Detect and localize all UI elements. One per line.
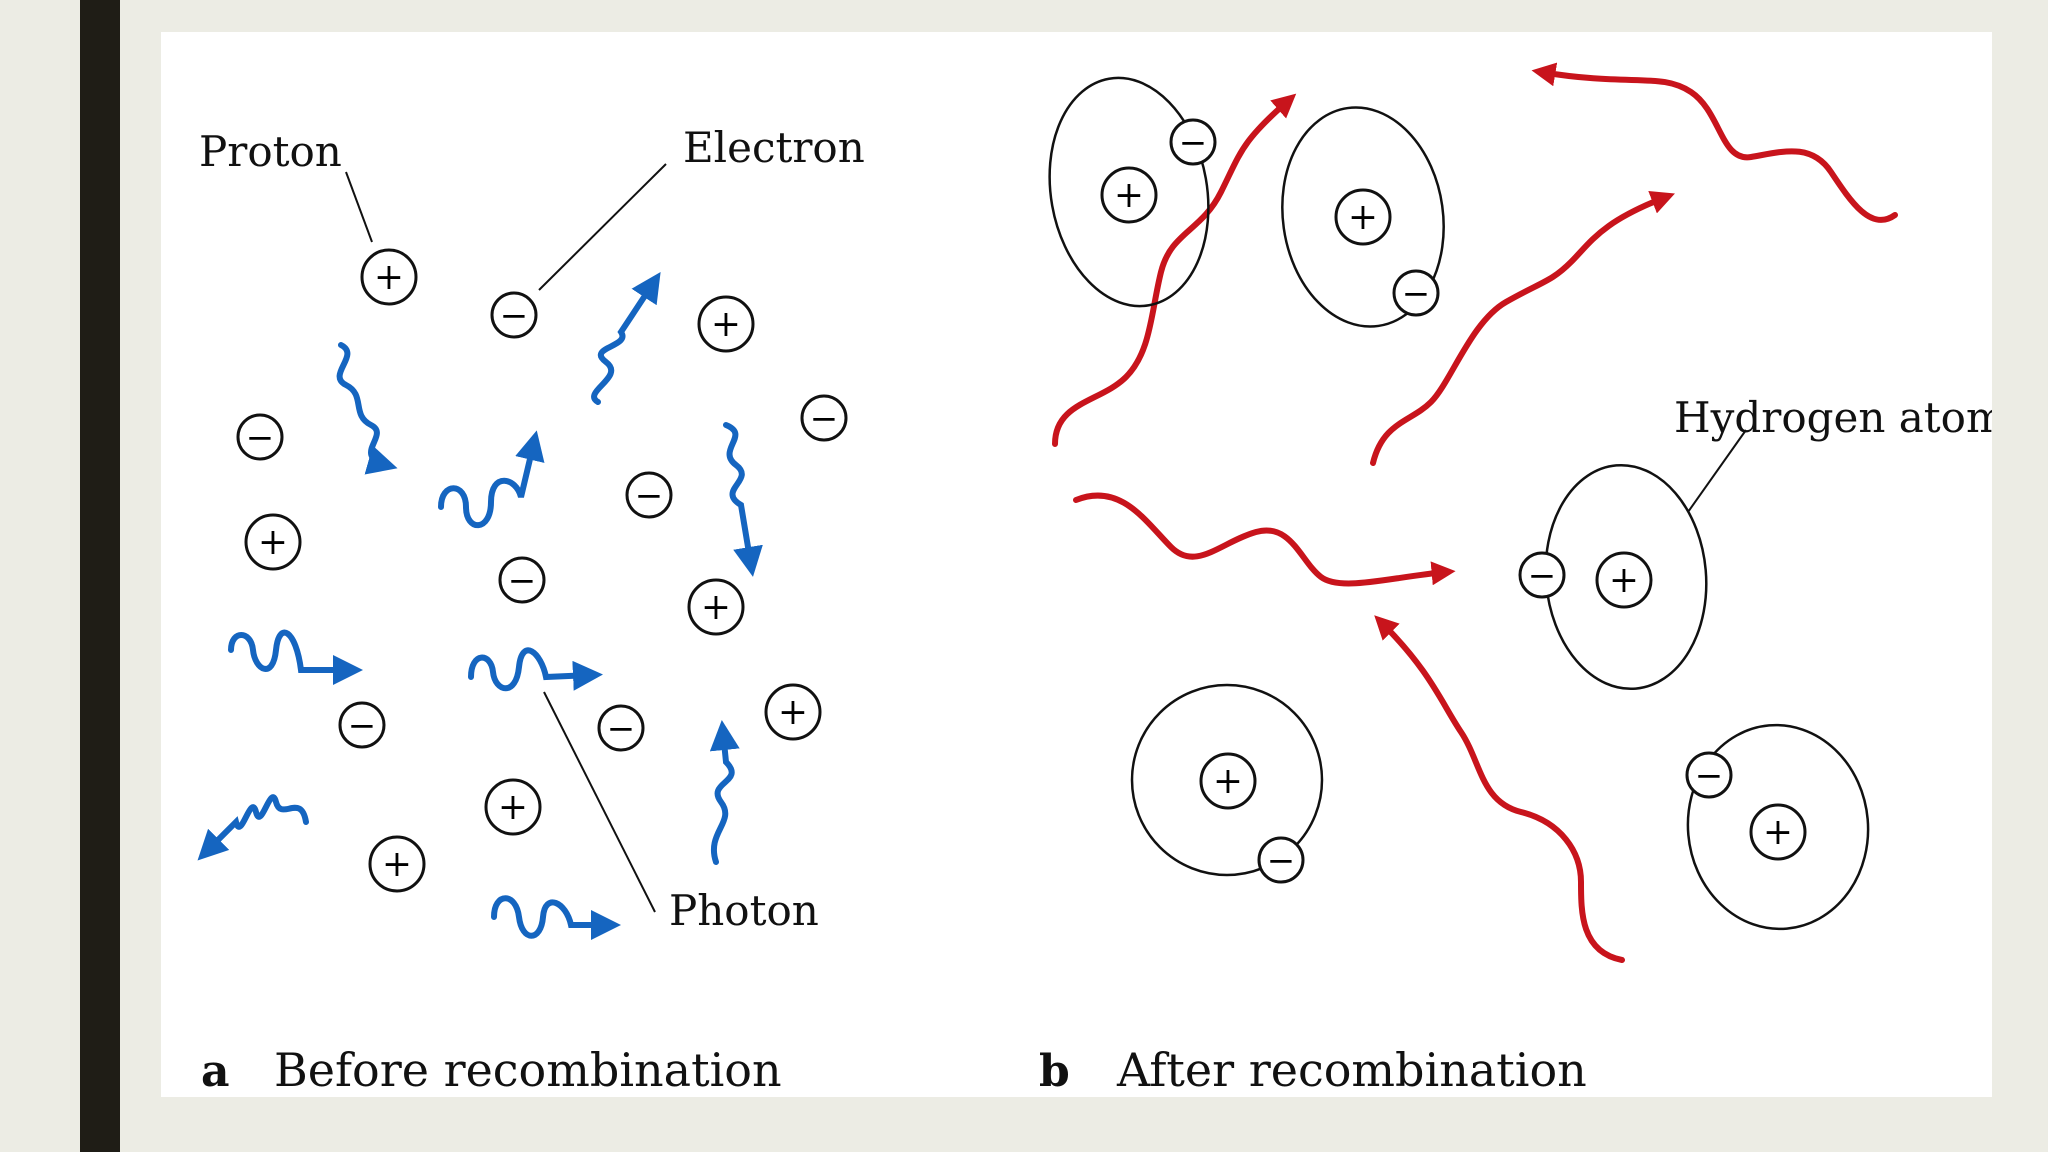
electrons-before: − − − − − − −: [236, 291, 848, 752]
photon-a4: [723, 422, 763, 577]
photon-leader-line: [543, 691, 656, 913]
svg-text:+: +: [1763, 812, 1793, 853]
photons-before: [197, 271, 763, 940]
photon-a5: [228, 629, 363, 685]
proton-particle: +: [687, 578, 745, 636]
hydrogen-atom-label: Hydrogen atom: [1674, 393, 1992, 442]
electron-particle: −: [338, 701, 386, 749]
panel-b-caption: After recombination: [1116, 1043, 1587, 1097]
recombination-figure: Proton Electron Photon + + + +: [161, 32, 1992, 1097]
hydrogen-atom: + −: [1518, 463, 1708, 691]
photon-a8: [709, 720, 740, 865]
panel-a-letter: a: [201, 1046, 230, 1097]
svg-text:−: −: [1695, 756, 1724, 796]
electron-particle: −: [1257, 836, 1305, 884]
svg-text:+: +: [778, 692, 808, 733]
proton-leader-line: [345, 171, 373, 243]
photons-after: [1052, 62, 1898, 963]
proton-particle: +: [244, 513, 302, 571]
electron-particle: −: [1685, 751, 1733, 799]
svg-text:−: −: [635, 476, 664, 516]
electron-particle: −: [800, 394, 848, 442]
panel-before: Proton Electron Photon + + + +: [197, 123, 865, 1097]
svg-text:+: +: [1609, 560, 1639, 601]
svg-text:+: +: [701, 587, 731, 628]
svg-text:−: −: [1179, 123, 1208, 163]
electron-particle: −: [236, 413, 284, 461]
svg-text:+: +: [1348, 197, 1378, 238]
electron-orbit: [1686, 723, 1870, 931]
photon-a2: [438, 430, 545, 529]
electron-orbit: [1130, 683, 1324, 877]
electron-particle: −: [498, 556, 546, 604]
proton-label: Proton: [199, 127, 342, 176]
slide-side-bar: [80, 0, 120, 1152]
svg-text:+: +: [258, 522, 288, 563]
panel-after: Hydrogen atom + − + −: [1039, 62, 1992, 1097]
electron-label: Electron: [683, 123, 865, 172]
svg-text:−: −: [1528, 556, 1557, 596]
hydrogen-atom: + −: [1048, 76, 1217, 308]
proton-particle: +: [1595, 551, 1653, 609]
photon-a3: [591, 271, 661, 405]
photon-label: Photon: [669, 886, 819, 935]
svg-text:−: −: [1402, 274, 1431, 314]
photon-a1: [336, 342, 398, 475]
photon-b1: [1052, 93, 1297, 447]
photon-a7: [197, 794, 309, 861]
svg-text:−: −: [1267, 841, 1296, 881]
proton-particle: +: [697, 295, 755, 353]
electron-particle: −: [1392, 269, 1440, 317]
proton-particle: +: [764, 683, 822, 741]
svg-text:+: +: [711, 304, 741, 345]
proton-particle: +: [360, 248, 418, 306]
svg-text:+: +: [374, 257, 404, 298]
photon-b2: [1531, 62, 1898, 223]
proton-particle: +: [1334, 188, 1392, 246]
proton-particle: +: [368, 835, 426, 893]
svg-text:+: +: [382, 844, 412, 885]
electron-particle: −: [1169, 118, 1217, 166]
photon-a6: [468, 647, 603, 692]
photon-b3: [1370, 190, 1675, 466]
electron-particle: −: [625, 471, 673, 519]
svg-text:+: +: [498, 787, 528, 828]
photon-a9: [491, 895, 621, 940]
panel-b-letter: b: [1039, 1046, 1070, 1097]
photon-b5: [1374, 615, 1625, 963]
svg-text:+: +: [1114, 175, 1144, 216]
protons-before: + + + + + + +: [244, 248, 822, 893]
svg-text:−: −: [810, 399, 839, 439]
electron-orbit: [1048, 76, 1210, 308]
panel-a-caption: Before recombination: [274, 1043, 782, 1097]
hydrogen-atom: + −: [1281, 106, 1445, 328]
svg-text:−: −: [500, 296, 529, 336]
hydrogen-atom: + −: [1130, 683, 1324, 884]
electron-particle: −: [490, 291, 538, 339]
electron-particle: −: [597, 704, 645, 752]
svg-text:−: −: [246, 418, 275, 458]
hydrogen-atom: + −: [1685, 723, 1870, 931]
figure-canvas: Proton Electron Photon + + + +: [197, 62, 1992, 1097]
svg-text:−: −: [607, 709, 636, 749]
svg-text:−: −: [508, 561, 537, 601]
svg-text:+: +: [1213, 761, 1243, 802]
svg-text:−: −: [348, 706, 377, 746]
electron-particle: −: [1518, 551, 1566, 599]
proton-particle: +: [1100, 166, 1158, 224]
electron-leader-line: [538, 163, 667, 291]
proton-particle: +: [1749, 803, 1807, 861]
electron-orbit: [1281, 106, 1445, 328]
proton-particle: +: [1199, 752, 1257, 810]
proton-particle: +: [484, 778, 542, 836]
photon-b4: [1073, 492, 1456, 587]
hydrogen-atom-leader-line: [1687, 429, 1747, 513]
